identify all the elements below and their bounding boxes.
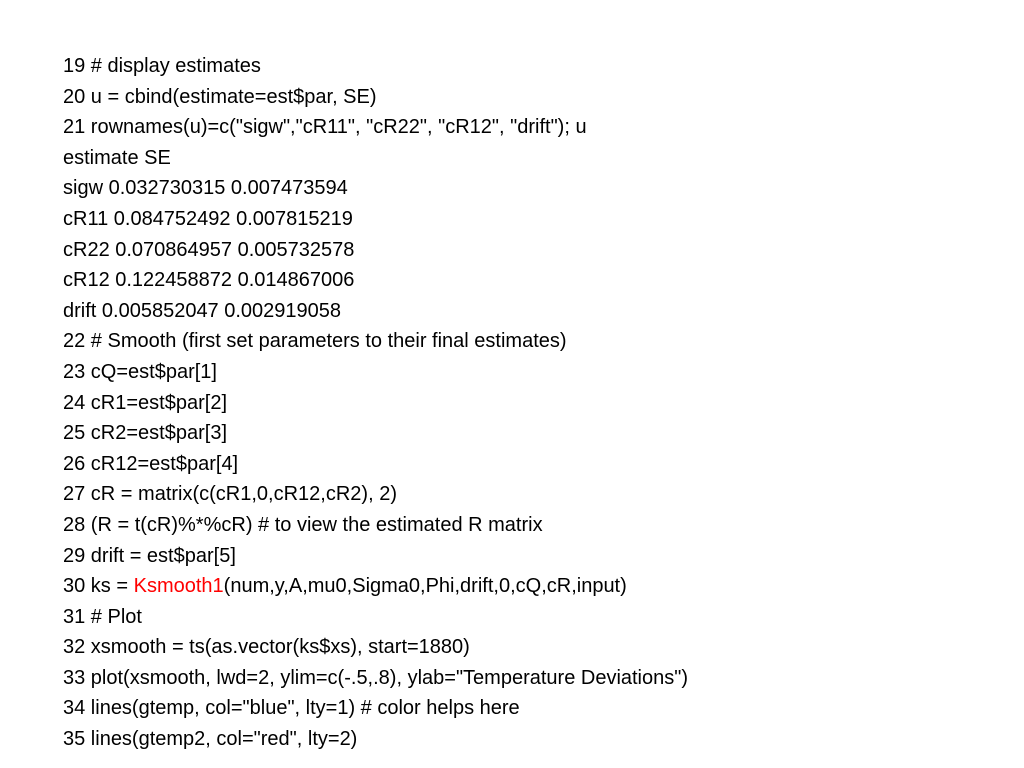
output-header: estimate SE: [63, 146, 171, 169]
output-row-cr22: cR22 0.070864957 0.005732578: [63, 238, 355, 261]
output-row-cr12: cR12 0.122458872 0.014867006: [63, 269, 355, 292]
code-line-31: 31 # Plot: [63, 605, 142, 628]
code-line-22: 22 # Smooth (first set parameters to the…: [63, 330, 567, 353]
output-row-sigw: sigw 0.032730315 0.007473594: [63, 177, 348, 200]
code-line-30-prefix: 30 ks =: [63, 575, 134, 598]
code-line-19: 19 # display estimates: [63, 55, 261, 77]
code-listing: 19 # display estimates 20 u = cbind(esti…: [63, 51, 1003, 755]
output-row-drift: drift 0.005852047 0.002919058: [63, 299, 342, 322]
code-line-24: 24 cR1=est$par[2]: [63, 391, 227, 414]
code-line-28: 28 (R = t(cR)%*%cR) # to view the estima…: [63, 513, 543, 536]
code-line-25: 25 cR2=est$par[3]: [63, 422, 227, 445]
code-line-30-suffix: (num,y,A,mu0,Sigma0,Phi,drift,0,cQ,cR,in…: [223, 575, 627, 598]
code-line-35: 35 lines(gtemp2, col="red", lty=2): [63, 728, 358, 751]
code-line-33: 33 plot(xsmooth, lwd=2, ylim=c(-.5,.8), …: [63, 666, 689, 689]
ksmooth1-function-highlight: Ksmooth1: [133, 575, 224, 598]
code-line-27: 27 cR = matrix(c(cR1,0,cR12,cR2), 2): [63, 483, 397, 506]
code-line-23: 23 cQ=est$par[1]: [63, 360, 217, 383]
code-line-20: 20 u = cbind(estimate=est$par, SE): [63, 85, 377, 108]
output-row-cr11: cR11 0.084752492 0.007815219: [63, 207, 353, 230]
code-line-21: 21 rownames(u)=c("sigw","cR11", "cR22", …: [63, 116, 587, 139]
code-line-30: 30 ks = Ksmooth1(num,y,A,mu0,Sigma0,Phi,…: [63, 571, 1003, 602]
code-line-29: 29 drift = est$par[5]: [63, 544, 236, 567]
code-line-26: 26 cR12=est$par[4]: [63, 452, 239, 475]
code-line-34: 34 lines(gtemp, col="blue", lty=1) # col…: [63, 697, 520, 720]
code-line-32: 32 xsmooth = ts(as.vector(ks$xs), start=…: [63, 636, 470, 659]
